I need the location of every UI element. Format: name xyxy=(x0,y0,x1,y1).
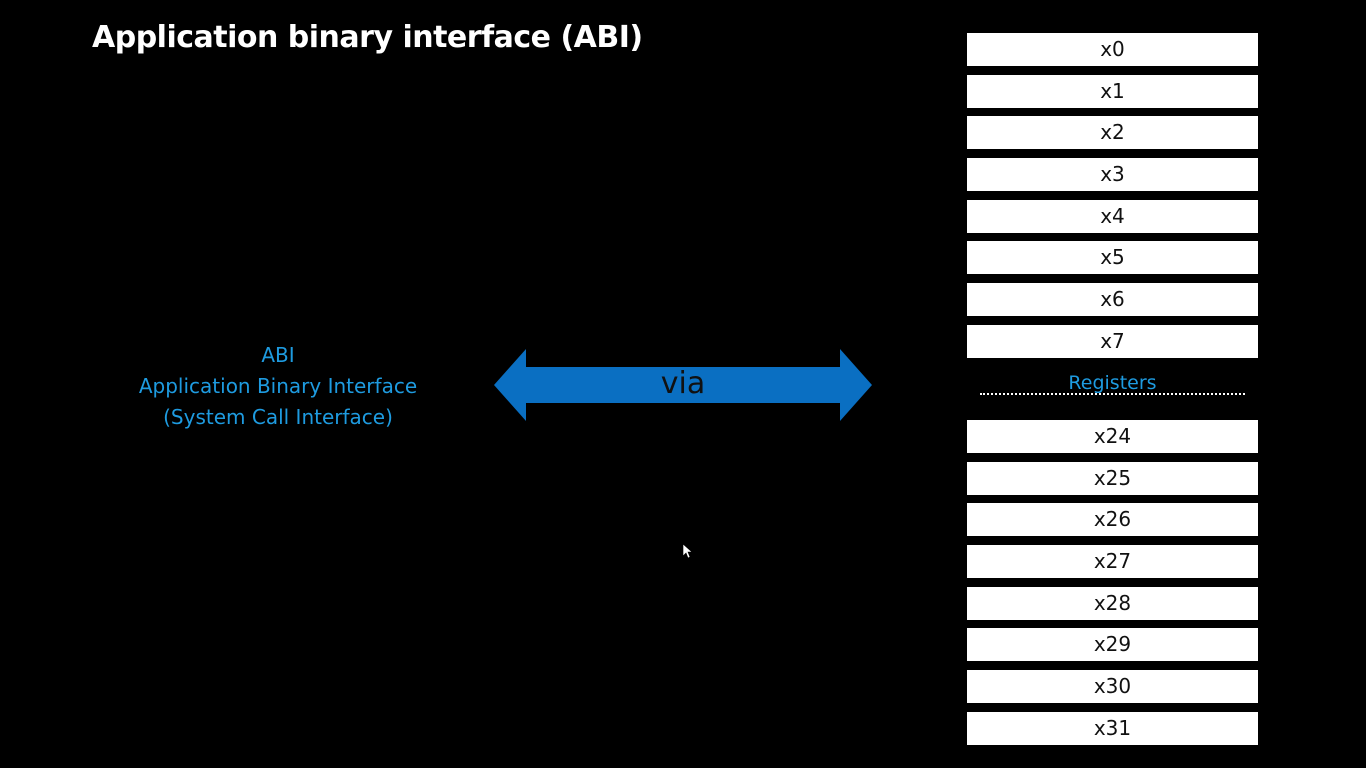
register-box: x24 xyxy=(967,420,1258,453)
register-box: x26 xyxy=(967,503,1258,537)
register-box: x5 xyxy=(967,241,1258,275)
register-box: x2 xyxy=(967,116,1258,150)
register-box: x0 xyxy=(967,33,1258,66)
register-box: x4 xyxy=(967,199,1258,233)
dotted-separator xyxy=(980,393,1245,395)
register-box: x31 xyxy=(967,711,1258,745)
register-box: x7 xyxy=(967,324,1258,358)
register-box: x29 xyxy=(967,628,1258,662)
double-arrow-icon xyxy=(494,349,872,421)
abi-description: ABI Application Binary Interface (System… xyxy=(128,340,428,433)
register-box: x27 xyxy=(967,545,1258,579)
via-label: via xyxy=(660,366,706,401)
registers-label: Registers xyxy=(1068,372,1157,394)
abi-full-name: Application Binary Interface xyxy=(138,374,418,398)
abi-alias: (System Call Interface) xyxy=(163,405,393,429)
mouse-pointer-icon xyxy=(683,544,693,558)
register-box: x3 xyxy=(967,158,1258,192)
register-box: x30 xyxy=(967,670,1258,704)
register-stack-bottom: x24 x25 x26 x27 x28 x29 x30 x31 xyxy=(967,420,1258,754)
register-box: x28 xyxy=(967,586,1258,620)
slide-title: Application binary interface (ABI) xyxy=(92,20,643,55)
register-stack-top: x0 x1 x2 x3 x4 x5 x6 x7 xyxy=(967,33,1258,367)
register-box: x25 xyxy=(967,461,1258,495)
register-box: x6 xyxy=(967,283,1258,317)
abi-acronym: ABI xyxy=(261,343,295,367)
double-arrow: via xyxy=(494,349,872,421)
register-box: x1 xyxy=(967,74,1258,108)
